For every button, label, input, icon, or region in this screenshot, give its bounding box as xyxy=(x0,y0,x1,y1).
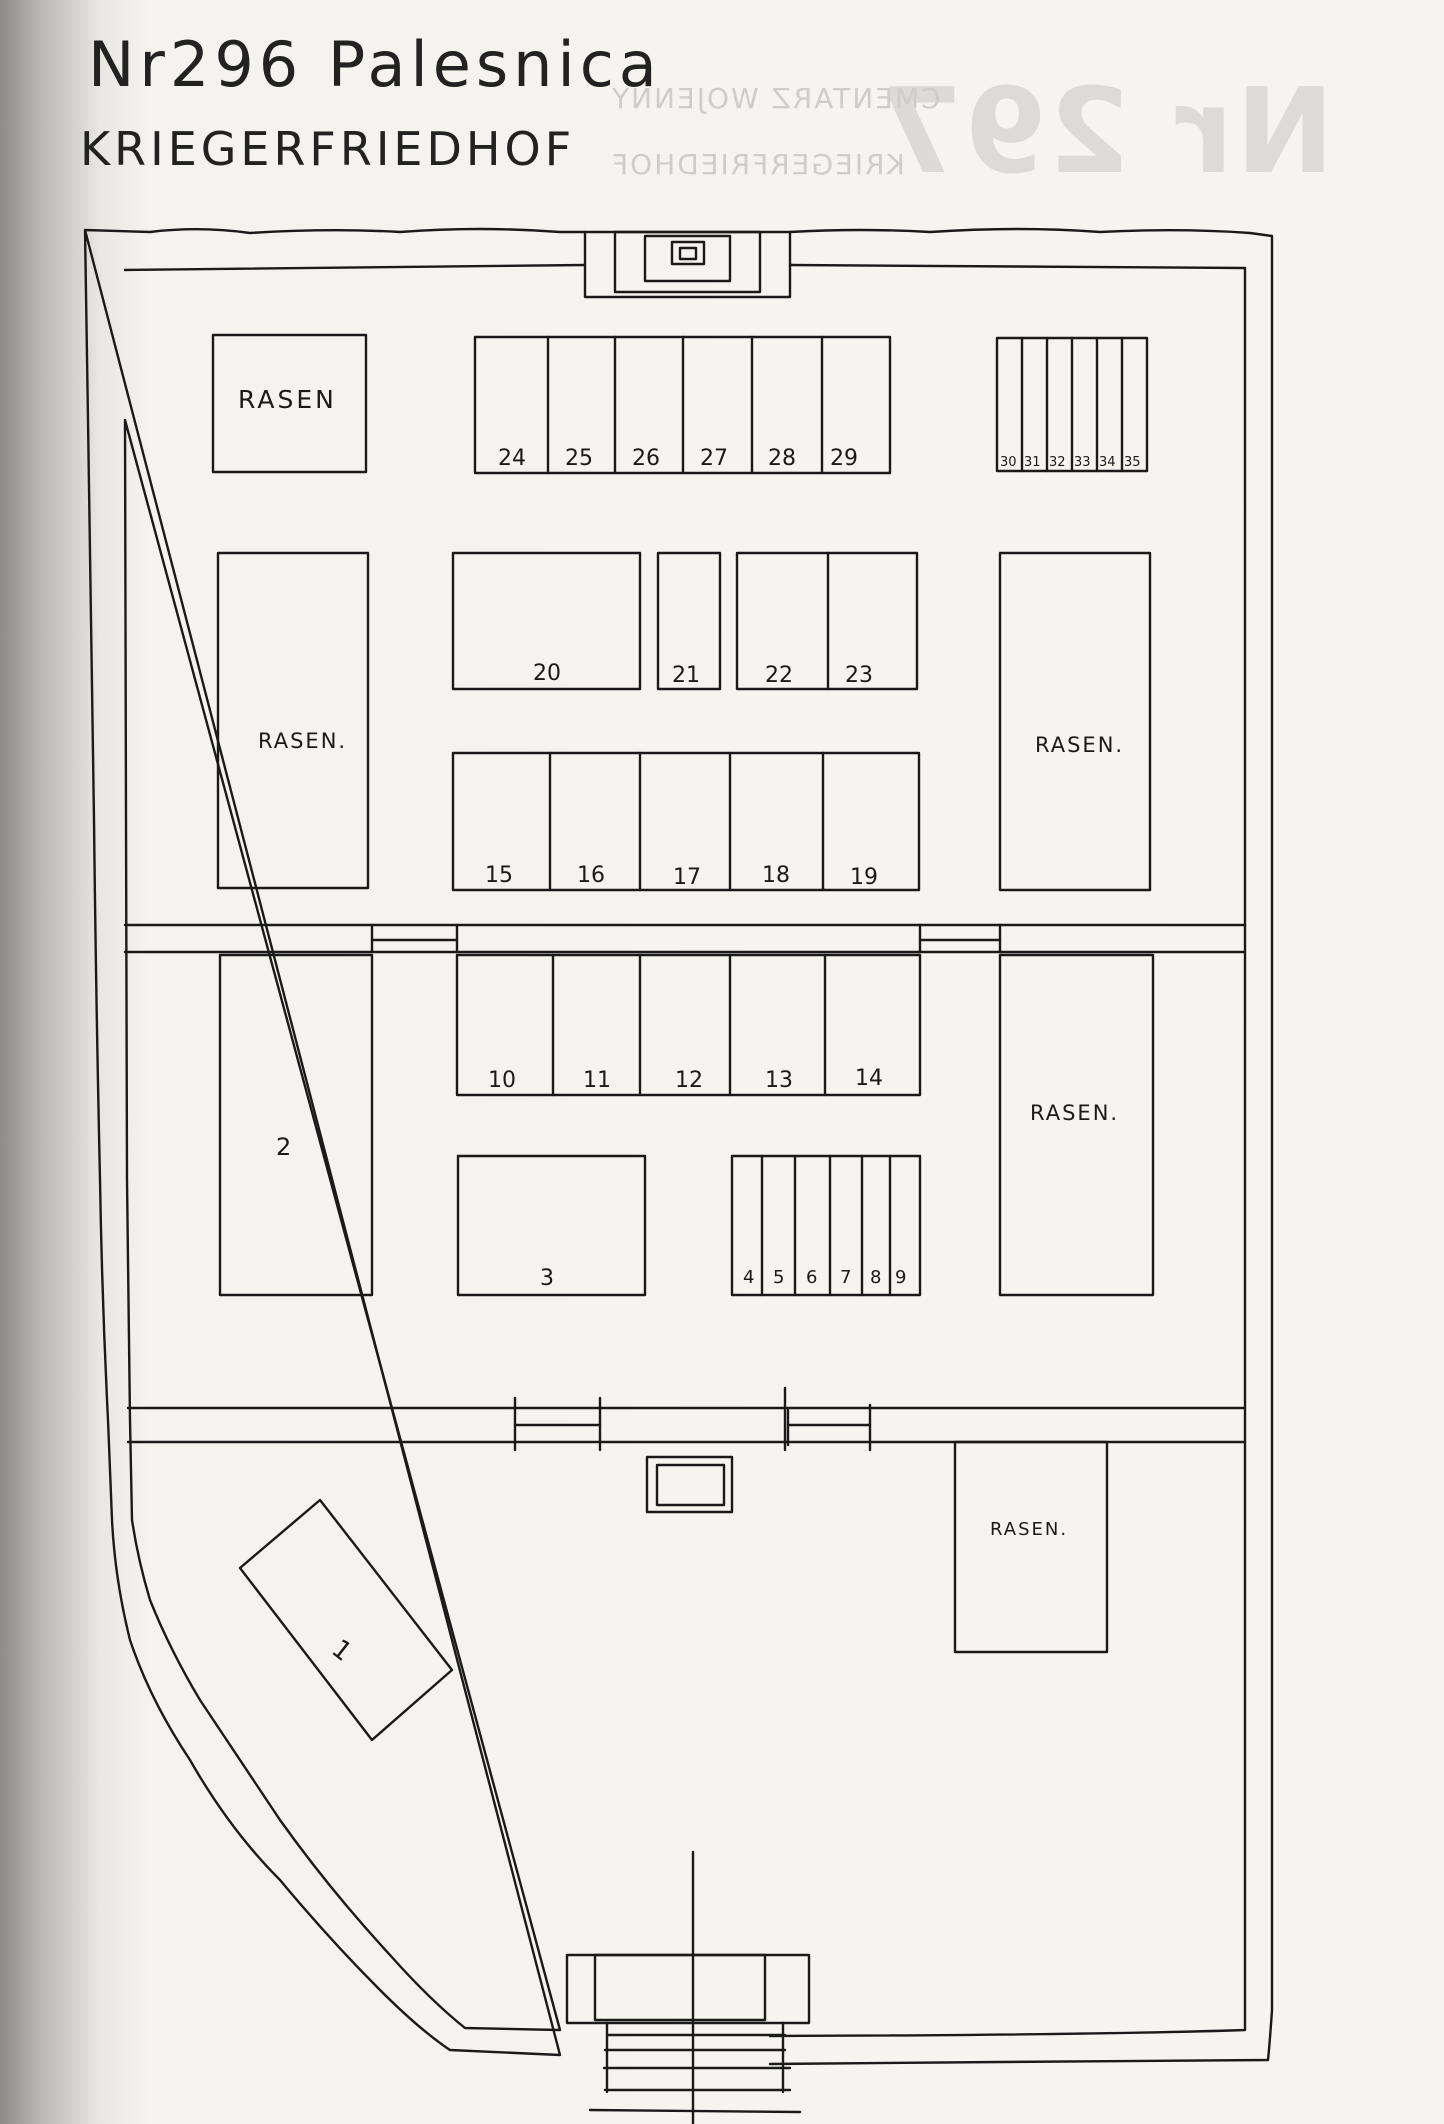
plot-number-2: 2 xyxy=(276,1133,291,1161)
plot-number-19: 19 xyxy=(850,865,878,890)
plot-number-33: 33 xyxy=(1074,455,1091,470)
outer-wall-inner-line xyxy=(123,263,1247,2038)
lawn-label-middle-left: RASEN. xyxy=(258,729,347,753)
lawn-middle-left xyxy=(216,551,370,890)
central-monument xyxy=(645,1455,734,1514)
plot-number-10: 10 xyxy=(488,1068,516,1093)
page-subtitle: KRIEGERFRIEDHOF xyxy=(80,122,576,176)
plot-2 xyxy=(218,953,374,1297)
plot-20 xyxy=(451,551,642,691)
plot-number-3: 3 xyxy=(540,1266,554,1291)
page-title: Nr296 Palesnica xyxy=(88,28,662,101)
plot-number-24: 24 xyxy=(498,446,526,471)
plot-number-17: 17 xyxy=(673,865,701,890)
lawn-lower-right xyxy=(998,953,1155,1297)
plot-number-28: 28 xyxy=(768,446,796,471)
top-monument-center xyxy=(678,246,698,261)
plot-group-10-14 xyxy=(455,953,922,1097)
plot-number-9: 9 xyxy=(895,1267,906,1288)
plot-number-18: 18 xyxy=(762,863,790,888)
plot-number-16: 16 xyxy=(577,863,605,888)
plot-number-21: 21 xyxy=(672,663,700,688)
plot-number-35: 35 xyxy=(1124,455,1141,470)
plot-number-13: 13 xyxy=(765,1068,793,1093)
plot-number-7: 7 xyxy=(840,1267,851,1288)
plot-number-11: 11 xyxy=(583,1068,611,1093)
lawn-label-top-left: RASEN xyxy=(238,385,337,414)
plot-number-27: 27 xyxy=(700,446,728,471)
plot-number-1: 1 xyxy=(326,1634,358,1668)
bottom-entrance-outer xyxy=(565,1953,811,2025)
lawn-middle-right xyxy=(998,551,1152,892)
lawn-label-middle-right: RASEN. xyxy=(1035,733,1124,757)
plot-number-4: 4 xyxy=(743,1267,754,1288)
lawn-top-left xyxy=(211,333,368,474)
plot-number-26: 26 xyxy=(632,446,660,471)
lawn-label-bottom-right: RASEN. xyxy=(990,1519,1068,1540)
top-monument-inner xyxy=(643,234,732,283)
plot-21 xyxy=(656,551,722,691)
plot-1 xyxy=(238,1498,454,1742)
plot-group-4-9 xyxy=(730,1154,922,1297)
lawn-bottom-right xyxy=(953,1440,1109,1654)
plot-number-5: 5 xyxy=(773,1267,784,1288)
plot-number-23: 23 xyxy=(845,663,873,688)
plot-number-29: 29 xyxy=(830,446,858,471)
plot-group-15-19 xyxy=(451,751,921,892)
plot-number-20: 20 xyxy=(533,661,561,686)
plot-number-15: 15 xyxy=(485,863,513,888)
plot-number-30: 30 xyxy=(1000,455,1017,470)
lawn-label-lower-right: RASEN. xyxy=(1030,1101,1119,1125)
plot-number-12: 12 xyxy=(675,1068,703,1093)
top-monument-mid xyxy=(613,230,762,294)
plot-number-6: 6 xyxy=(806,1267,817,1288)
plot-number-34: 34 xyxy=(1099,455,1116,470)
outer-wall-outer-line xyxy=(83,227,1274,2066)
plot-number-31: 31 xyxy=(1024,455,1041,470)
plot-number-8: 8 xyxy=(870,1267,881,1288)
plot-number-14: 14 xyxy=(855,1066,883,1091)
top-monument-core xyxy=(670,240,706,266)
central-monument-inner xyxy=(655,1463,726,1507)
plot-number-22: 22 xyxy=(765,663,793,688)
bottom-entrance-inner xyxy=(593,1953,767,2022)
plot-3 xyxy=(456,1154,647,1297)
plot-number-25: 25 xyxy=(565,446,593,471)
plot-number-32: 32 xyxy=(1049,455,1066,470)
